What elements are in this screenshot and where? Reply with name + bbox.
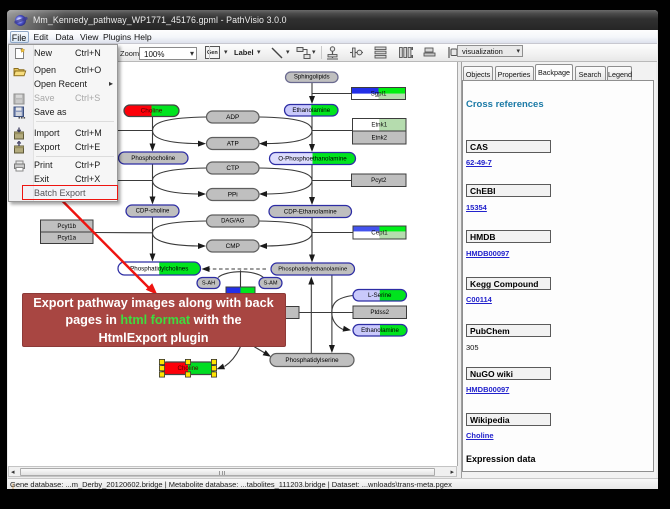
svg-text:Etnk2: Etnk2: [371, 134, 387, 141]
svg-text:CDP-choline: CDP-choline: [136, 208, 170, 214]
svg-text:Pcyt1b: Pcyt1b: [57, 223, 76, 230]
svg-text:Phosphatidylserine: Phosphatidylserine: [285, 357, 339, 364]
svg-text:Sgpl1: Sgpl1: [371, 90, 387, 97]
svg-text:CTP: CTP: [226, 165, 239, 172]
svg-text:CMP: CMP: [226, 243, 240, 250]
svg-text:Phosphocholine: Phosphocholine: [131, 155, 176, 162]
svg-text:L-Serine: L-Serine: [368, 292, 392, 299]
svg-text:Sphingolipids: Sphingolipids: [294, 75, 330, 81]
svg-text:S-AH: S-AH: [202, 280, 215, 286]
svg-text:O-Phosphoethanolamine: O-Phosphoethanolamine: [278, 155, 347, 162]
svg-text:S-AM: S-AM: [264, 280, 278, 286]
svg-text:ADP: ADP: [226, 114, 239, 121]
svg-text:Cept1: Cept1: [371, 229, 388, 236]
svg-text:Ethanolamine: Ethanolamine: [292, 107, 330, 114]
svg-text:Etnk1: Etnk1: [371, 122, 387, 129]
svg-text:Pcyt1a: Pcyt1a: [57, 235, 76, 242]
svg-text:Choline: Choline: [178, 365, 200, 372]
svg-text:CDP-Ethanolamine: CDP-Ethanolamine: [284, 208, 338, 215]
svg-text:PPi: PPi: [228, 191, 238, 198]
svg-text:Ethanolamine: Ethanolamine: [361, 327, 399, 334]
svg-text:Phosphatidylethanolamine: Phosphatidylethanolamine: [278, 266, 348, 272]
svg-text:Pcyt2: Pcyt2: [371, 177, 387, 184]
svg-text:Phosphatidylcholines: Phosphatidylcholines: [130, 265, 188, 272]
svg-text:ATP: ATP: [227, 140, 239, 147]
svg-text:Choline: Choline: [141, 108, 163, 115]
svg-text:Ptdss2: Ptdss2: [370, 309, 389, 316]
svg-text:DAG/AG: DAG/AG: [221, 218, 245, 224]
